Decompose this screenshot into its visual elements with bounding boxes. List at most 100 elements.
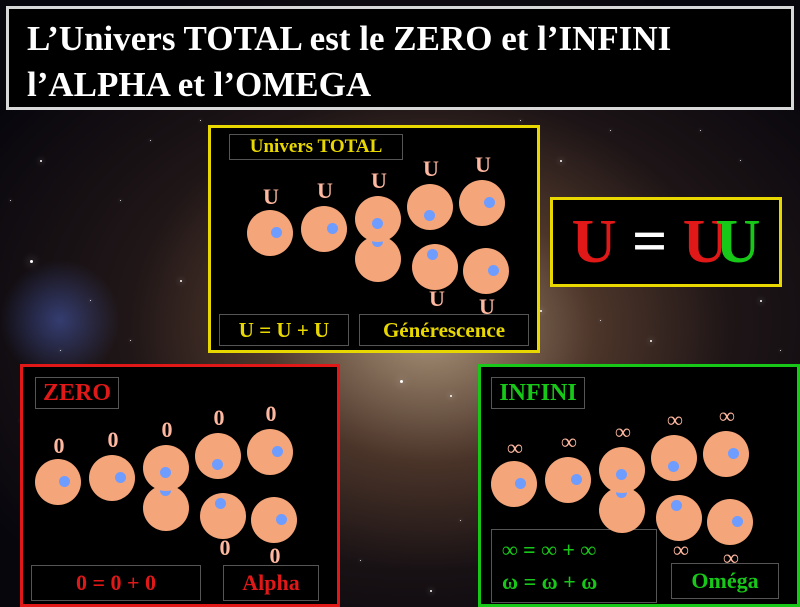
infini-panel: INFINI ∞ = ∞ + ∞ ω = ω + ω Oméga ∞∞∞∞∞∞∞ — [478, 364, 800, 607]
cell-nucleus — [276, 514, 287, 525]
cell-label: 0 — [101, 429, 125, 451]
cell-label: 0 — [207, 407, 231, 429]
cell-label: ∞ — [715, 405, 739, 427]
infini-equation-2: ω = ω + ω — [502, 568, 597, 596]
cell-nucleus — [668, 461, 679, 472]
star — [400, 380, 403, 383]
star — [540, 310, 542, 312]
cell-label: 0 — [155, 419, 179, 441]
cell-label: 0 — [259, 403, 283, 425]
star — [200, 120, 201, 121]
formula-left: U — [572, 208, 617, 276]
title-banner: L’Univers TOTAL est le ZERO et l’INFINI … — [6, 6, 794, 110]
univers-equation: U = U + U — [219, 314, 349, 346]
cell-nucleus — [272, 446, 283, 457]
infini-equation-1: ∞ = ∞ + ∞ — [502, 536, 596, 564]
cell-circle — [200, 493, 246, 539]
formula-equals: = — [632, 208, 667, 276]
univers-total-heading: Univers TOTAL — [229, 134, 403, 160]
cell-label: ∞ — [557, 431, 581, 453]
cell-circle — [545, 457, 591, 503]
cell-nucleus — [59, 476, 70, 487]
star — [560, 160, 562, 162]
formula-right-green: U — [716, 208, 761, 276]
cell-label: U — [475, 296, 499, 318]
univers-caption: Générescence — [359, 314, 529, 346]
infini-equations: ∞ = ∞ + ∞ ω = ω + ω — [491, 529, 657, 603]
star — [180, 280, 182, 282]
star — [90, 300, 91, 301]
cell-nucleus — [488, 265, 499, 276]
cell-label: ∞ — [663, 409, 687, 431]
cell-label: U — [367, 170, 391, 192]
cell-label: U — [259, 186, 283, 208]
cell-nucleus — [424, 210, 435, 221]
cell-nucleus — [160, 467, 171, 478]
zero-panel: ZERO 0 = 0 + 0 Alpha 0000000 — [20, 364, 340, 607]
cell-label: ∞ — [669, 539, 693, 561]
star — [130, 340, 131, 341]
cell-nucleus — [327, 223, 338, 234]
cell-nucleus — [571, 474, 582, 485]
title-line-2: l’ALPHA et l’OMEGA — [27, 65, 371, 105]
cell-label: ∞ — [611, 421, 635, 443]
cell-nucleus — [728, 448, 739, 459]
cell-nucleus — [484, 197, 495, 208]
cell-circle — [407, 184, 453, 230]
star — [650, 340, 652, 342]
star — [40, 160, 42, 162]
cell-label: ∞ — [719, 547, 743, 569]
cell-nucleus — [215, 498, 226, 509]
cell-circle — [599, 447, 645, 493]
cell-label: U — [419, 158, 443, 180]
cell-circle — [355, 196, 401, 242]
cell-circle — [143, 485, 189, 531]
cell-nucleus — [616, 469, 627, 480]
star — [30, 260, 33, 263]
cell-label: U — [471, 154, 495, 176]
zero-equation: 0 = 0 + 0 — [31, 565, 201, 601]
star — [780, 350, 781, 351]
cell-circle — [459, 180, 505, 226]
cell-nucleus — [427, 249, 438, 260]
cell-nucleus — [732, 516, 743, 527]
star — [760, 300, 762, 302]
star — [60, 350, 61, 351]
cell-nucleus — [515, 478, 526, 489]
cell-nucleus — [115, 472, 126, 483]
star — [600, 320, 601, 321]
cell-circle — [491, 461, 537, 507]
star — [740, 160, 741, 161]
cell-circle — [301, 206, 347, 252]
cell-circle — [195, 433, 241, 479]
star — [700, 130, 701, 131]
cell-circle — [412, 244, 458, 290]
cell-circle — [707, 499, 753, 545]
cell-nucleus — [271, 227, 282, 238]
cell-circle — [703, 431, 749, 477]
cell-label: ∞ — [503, 437, 527, 459]
star — [10, 200, 11, 201]
title-line-1: L’Univers TOTAL est le ZERO et l’INFINI — [27, 19, 671, 59]
formula-panel: U = UU — [550, 197, 782, 287]
cell-nucleus — [212, 459, 223, 470]
cell-circle — [599, 487, 645, 533]
cell-label: U — [425, 288, 449, 310]
infini-heading: INFINI — [491, 377, 585, 409]
cell-circle — [651, 435, 697, 481]
cell-circle — [89, 455, 135, 501]
cell-label: U — [313, 180, 337, 202]
star — [430, 590, 432, 592]
cell-label: 0 — [213, 537, 237, 559]
zero-caption: Alpha — [223, 565, 319, 601]
formula-u-equals-uu: U = UU — [553, 206, 779, 278]
cell-circle — [355, 236, 401, 282]
cell-circle — [143, 445, 189, 491]
cell-circle — [247, 429, 293, 475]
star — [460, 520, 461, 521]
cell-label: 0 — [263, 545, 287, 567]
univers-total-panel: Univers TOTAL U = U + U Générescence U U U… — [208, 125, 540, 353]
cell-circle — [656, 495, 702, 541]
star — [610, 130, 611, 131]
cell-label: 0 — [47, 435, 71, 457]
